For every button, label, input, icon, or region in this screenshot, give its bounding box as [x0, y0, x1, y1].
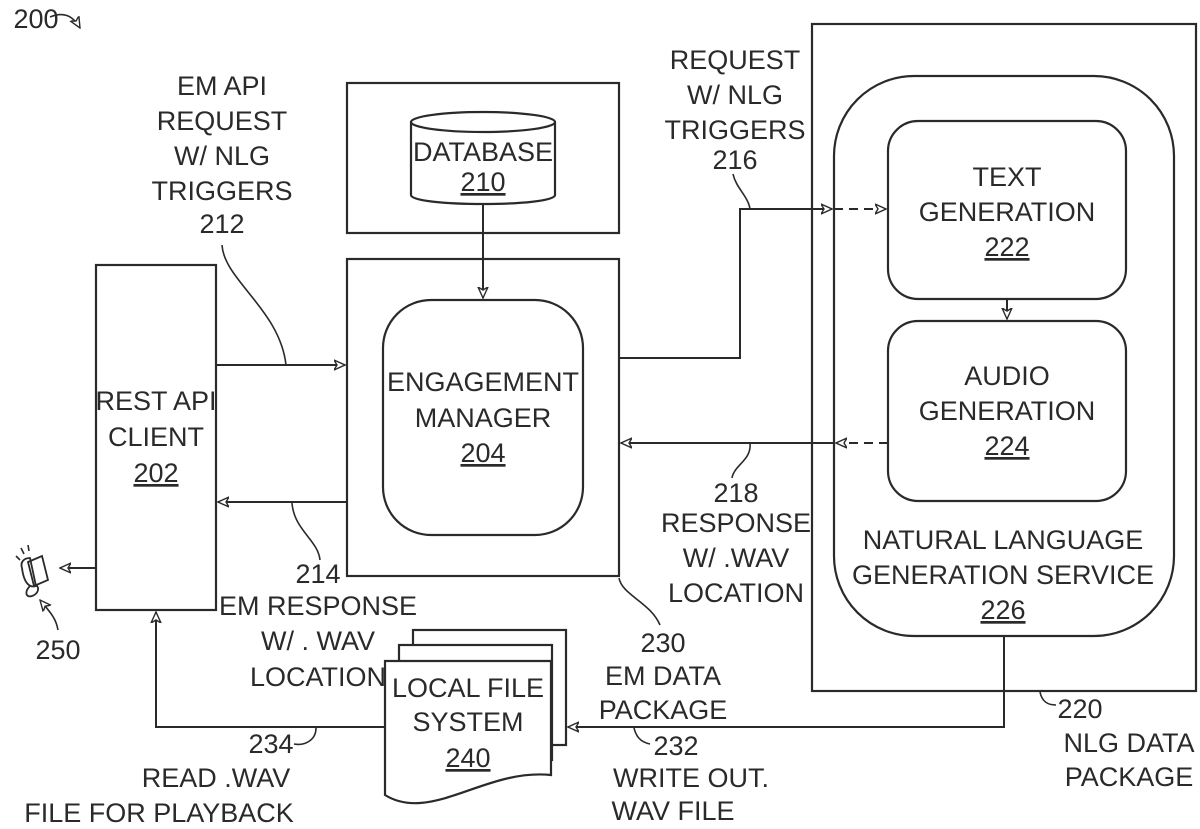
- speaker-ref-arrow: [40, 600, 58, 630]
- annotation-218-ref: 218: [713, 478, 758, 508]
- engagement-manager-line1: ENGAGEMENT: [387, 367, 579, 397]
- annotation-216-line2: W/ NLG: [687, 80, 783, 110]
- annotation-230-line2: PACKAGE: [599, 695, 728, 725]
- annotation-212-line1: EM API: [177, 71, 267, 101]
- local-file-system-line1: LOCAL FILE: [392, 673, 544, 703]
- annotation-216-ref: 216: [712, 145, 757, 175]
- annotation-214-line2: W/ . WAV: [261, 626, 375, 656]
- database-ref: 210: [460, 167, 505, 197]
- annotation-218-line1: RESPONSE: [661, 508, 811, 538]
- annotation-232-line2: WAV FILE: [611, 796, 734, 826]
- audio-generation-line2: GENERATION: [919, 396, 1096, 426]
- nlg-service-ref: 226: [980, 595, 1025, 625]
- nlg-request-arrow: [619, 209, 832, 358]
- annotation-230-line1: EM DATA: [605, 661, 721, 691]
- annotation-220-line1: NLG DATA: [1063, 728, 1194, 758]
- database-label: DATABASE: [413, 137, 553, 167]
- annotation-232-line1: WRITE OUT.: [613, 763, 769, 793]
- speaker-ref: 250: [35, 635, 80, 665]
- annotation-220-leader: [1040, 692, 1056, 705]
- rest-api-client-ref: 202: [133, 458, 178, 488]
- database-cylinder-top: [411, 112, 555, 132]
- annotation-214-line1: EM RESPONSE: [219, 591, 417, 621]
- audio-generation-line1: AUDIO: [964, 361, 1050, 391]
- annotation-230-ref: 230: [640, 628, 685, 658]
- annotation-214-leader: [292, 503, 320, 560]
- annotation-216-line3: TRIGGERS: [664, 115, 805, 145]
- annotation-218-leader: [732, 443, 750, 478]
- speaker-icon: [16, 545, 48, 596]
- local-file-system-line2: SYSTEM: [412, 707, 523, 737]
- annotation-234-leader: [294, 728, 316, 744]
- annotation-214-ref: 214: [295, 559, 340, 589]
- engagement-manager-line2: MANAGER: [415, 403, 552, 433]
- annotation-232-ref: 232: [653, 731, 698, 761]
- annotation-234-ref: 234: [248, 729, 293, 759]
- annotation-216-leader: [733, 174, 750, 209]
- text-generation-ref: 222: [984, 232, 1029, 262]
- annotation-234-line2: FILE FOR PLAYBACK: [24, 798, 294, 828]
- text-generation-line2: GENERATION: [919, 197, 1096, 227]
- annotation-218-line2: W/ .WAV: [683, 543, 789, 573]
- text-generation-line1: TEXT: [972, 162, 1041, 192]
- nlg-service-line1: NATURAL LANGUAGE: [863, 525, 1144, 555]
- nlg-data-package-box: [812, 24, 1196, 691]
- local-file-system-ref: 240: [445, 743, 490, 773]
- rest-api-client-line1: REST API: [95, 386, 216, 416]
- annotation-232-leader: [634, 728, 650, 744]
- annotation-216-line1: REQUEST: [670, 45, 801, 75]
- annotation-212-line3: W/ NLG: [174, 141, 270, 171]
- annotation-220-line2: PACKAGE: [1065, 762, 1194, 792]
- rest-api-client-line2: CLIENT: [108, 422, 204, 452]
- engagement-manager-ref: 204: [460, 438, 505, 468]
- annotation-214-line3: LOCATION: [250, 662, 386, 692]
- annotation-234-line1: READ .WAV: [142, 763, 291, 793]
- annotation-218-line3: LOCATION: [668, 578, 804, 608]
- annotation-212-leader: [222, 245, 286, 365]
- annotation-212-line2: REQUEST: [157, 106, 288, 136]
- audio-generation-ref: 224: [984, 431, 1029, 461]
- figure-ref: 200: [13, 4, 58, 34]
- nlg-service-line2: GENERATION SERVICE: [852, 560, 1154, 590]
- annotation-220-ref: 220: [1057, 694, 1102, 724]
- annotation-230-leader: [619, 578, 660, 625]
- annotation-212-ref: 212: [199, 209, 244, 239]
- annotation-212-line4: TRIGGERS: [151, 176, 292, 206]
